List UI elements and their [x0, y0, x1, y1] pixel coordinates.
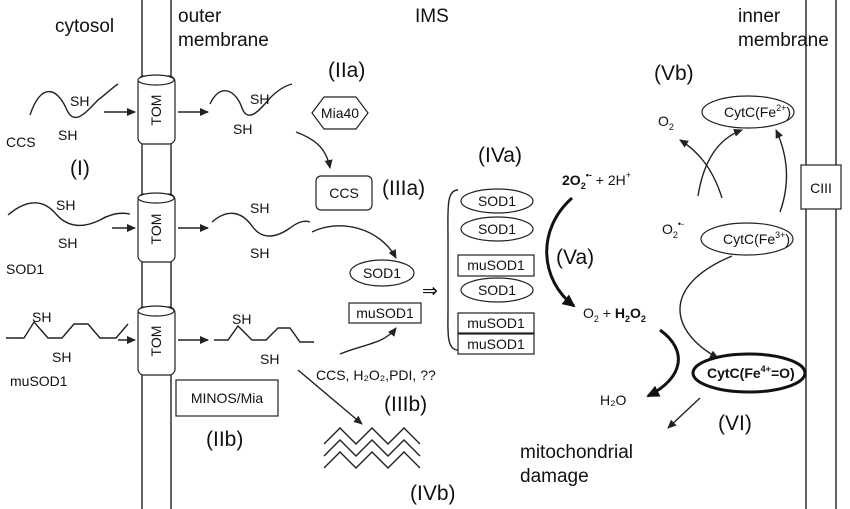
arrow-mia40-to-ccs	[295, 131, 333, 169]
svg-text:SH: SH	[233, 121, 252, 137]
dimer-sod1-3: SOD1	[460, 277, 534, 303]
cytc-fe2-ellipse: CytC(Fe2+)	[701, 95, 795, 129]
svg-text:CCS: CCS	[329, 185, 359, 201]
ims-label: IMS	[415, 6, 449, 27]
outcome-line-1: mitochondrial	[520, 442, 633, 463]
aggregates-zigzag	[323, 427, 421, 469]
step-IVa-label: (IVa)	[478, 144, 522, 167]
superoxide-label: O2•-	[662, 219, 684, 240]
svg-text:SH: SH	[250, 91, 269, 107]
mia40-label: Mia40	[321, 105, 359, 121]
inner-membrane-label-2: membrane	[738, 30, 829, 51]
step-Vb-label: (Vb)	[654, 62, 694, 85]
svg-text:muSOD1: muSOD1	[467, 336, 525, 352]
svg-text:SH: SH	[260, 351, 279, 367]
arrow-ccs-to-sod1	[311, 225, 397, 259]
svg-text:SH: SH	[70, 93, 89, 109]
outer-membrane-label-1: outer	[178, 6, 222, 27]
svg-text:SH: SH	[232, 311, 251, 327]
svg-text:CytC(Fe4+=O): CytC(Fe4+=O)	[707, 364, 795, 381]
tom-label: TOM	[148, 214, 164, 245]
ccs-cytosol: SH SH CCS (I)	[6, 83, 119, 180]
outcome-line-2: damage	[520, 466, 589, 487]
dimer-musod1-1: muSOD1	[457, 254, 535, 277]
dismutation-products: O2 + H2O2	[583, 305, 646, 324]
minos-mia-label: MINOS/Mia	[191, 390, 264, 406]
arrow-cytc-recycle	[775, 129, 788, 213]
cofactors-label: CCS, H₂O₂,PDI, ??	[316, 367, 436, 383]
cytosol-label: cytosol	[55, 16, 114, 37]
svg-text:SOD1: SOD1	[478, 193, 516, 209]
svg-text:SH: SH	[58, 235, 77, 251]
musod1-ims: SH SH	[214, 311, 314, 367]
cytc-ferryl-ellipse: CytC(Fe4+=O)	[691, 352, 807, 394]
svg-text:SH: SH	[250, 200, 269, 216]
dimer-sod1-1: SOD1	[460, 188, 534, 214]
arrow-cytc-reduction	[697, 128, 743, 197]
dimer-sod1-2: SOD1	[460, 216, 534, 242]
ciii-complex: CIII	[800, 164, 842, 210]
musod1-box: muSOD1	[348, 302, 422, 324]
sod1-label: SOD1	[6, 261, 44, 277]
water-label: H₂O	[600, 392, 627, 408]
svg-text:muSOD1: muSOD1	[356, 305, 414, 321]
svg-text:muSOD1: muSOD1	[467, 257, 525, 273]
svg-text:SH: SH	[56, 197, 75, 213]
svg-text:SH: SH	[32, 309, 51, 325]
svg-text:CytC(Fe2+): CytC(Fe2+)	[724, 103, 791, 120]
arrow-superoxide-to-oxygen	[679, 139, 723, 199]
sod1-ims: SH SH	[211, 200, 311, 261]
arrow-to-musod1-box	[339, 327, 397, 355]
arrow-to-damage	[667, 397, 701, 429]
step-IIa-label: (IIa)	[328, 59, 365, 82]
step-IIIa-label: (IIIa)	[382, 177, 425, 200]
cytc-fe3-ellipse: CytC(Fe3+)	[700, 222, 794, 256]
step-IVb-label: (IVb)	[410, 482, 456, 505]
sod1-ellipse: SOD1	[349, 259, 415, 287]
arrow-dismutation	[545, 196, 576, 308]
minos-mia-box: MINOS/Mia	[175, 379, 279, 417]
ccs-label: CCS	[6, 134, 36, 150]
step-IIb-label: (IIb)	[206, 428, 243, 451]
sod1-cytosol: SH SH SOD1	[6, 197, 131, 277]
dimer-musod1-2: muSOD1	[457, 312, 535, 334]
outer-membrane-label-2: membrane	[178, 30, 269, 51]
musod1-cytosol: SH SH muSOD1	[6, 309, 129, 389]
ccs-ims: SH SH	[209, 83, 293, 137]
oxygen-label: O2	[658, 113, 674, 132]
tom-channel-1: TOM	[137, 74, 176, 145]
svg-text:muSOD1: muSOD1	[467, 315, 525, 331]
ciii-label: CIII	[810, 180, 832, 196]
svg-text:SOD1: SOD1	[478, 282, 516, 298]
arrow-h2o2-to-water	[646, 328, 680, 398]
tom-channel-3: TOM	[137, 305, 176, 376]
mia40-hexagon: Mia40	[311, 96, 369, 130]
ccs-box: CCS	[315, 175, 373, 211]
tom-label: TOM	[148, 95, 164, 126]
svg-text:SH: SH	[52, 349, 71, 365]
step-IIIb-label: (IIIb)	[384, 393, 427, 416]
implies-arrow: ⇒	[422, 281, 438, 302]
superoxide-reactants: 2O2•- + 2H+	[562, 170, 631, 191]
svg-text:SH: SH	[58, 127, 77, 143]
tom-channel-2: TOM	[137, 192, 176, 263]
musod1-label: muSOD1	[10, 373, 68, 389]
step-VI-label: (VI)	[718, 412, 752, 435]
arrow-to-aggregates	[297, 369, 363, 425]
inner-membrane	[805, 0, 837, 509]
step-I-label: (I)	[70, 157, 90, 180]
arrow-to-ferryl	[679, 255, 733, 359]
tom-label: TOM	[148, 326, 164, 357]
step-Va-label: (Va)	[556, 246, 594, 269]
svg-text:CytC(Fe3+): CytC(Fe3+)	[723, 230, 790, 247]
inner-membrane-label-1: inner	[738, 6, 781, 27]
svg-text:SH: SH	[250, 245, 269, 261]
svg-text:SOD1: SOD1	[363, 265, 401, 281]
svg-text:SOD1: SOD1	[478, 221, 516, 237]
dimer-musod1-3: muSOD1	[457, 333, 535, 355]
dimer-bracket	[447, 189, 459, 351]
